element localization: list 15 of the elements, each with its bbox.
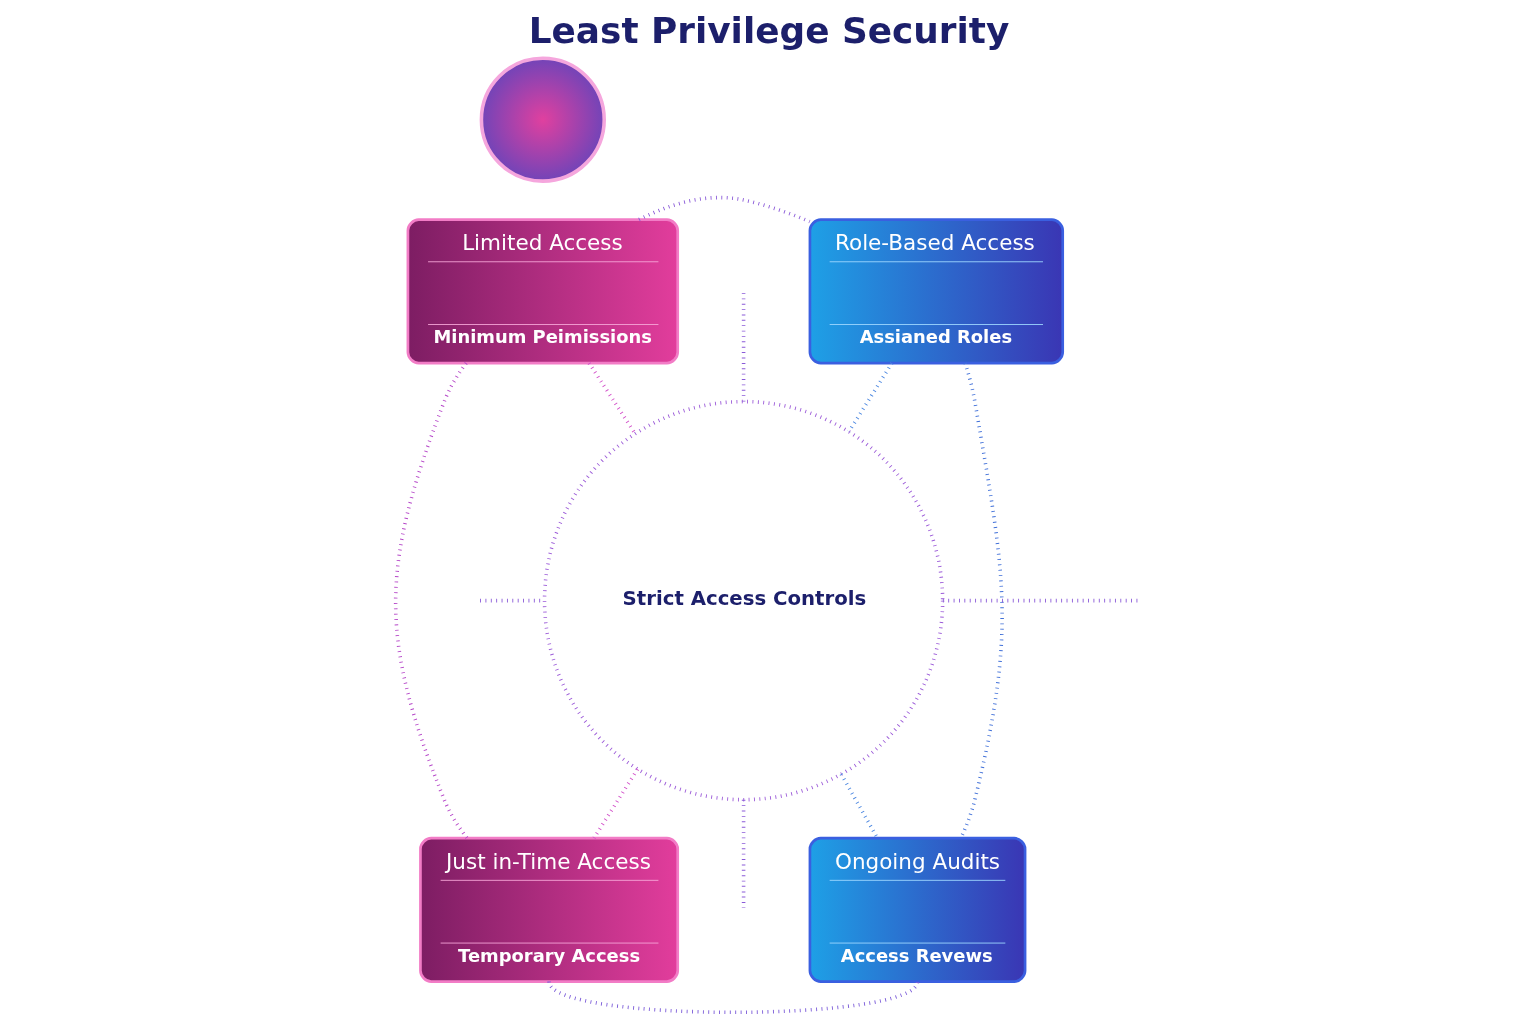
connector xyxy=(587,362,637,435)
node-box: Limited Access Minimum Peimissions xyxy=(406,218,679,365)
node-box: Role-Based Access Assianed Roles xyxy=(808,218,1064,365)
node-circle xyxy=(479,56,606,183)
connector xyxy=(942,598,1138,603)
node-box: Ongoing Audits Access Revews xyxy=(808,836,1026,983)
connector xyxy=(637,195,810,224)
connector xyxy=(592,768,639,839)
diagram-title: Least Privilege Security xyxy=(528,10,1009,52)
connector xyxy=(741,799,745,909)
node-box: Just in-Time Access Temporary Access xyxy=(418,836,679,983)
node-circle: Strict Access Controls xyxy=(542,399,944,802)
connector xyxy=(839,773,879,839)
connector xyxy=(547,980,919,1015)
connector xyxy=(393,362,469,840)
